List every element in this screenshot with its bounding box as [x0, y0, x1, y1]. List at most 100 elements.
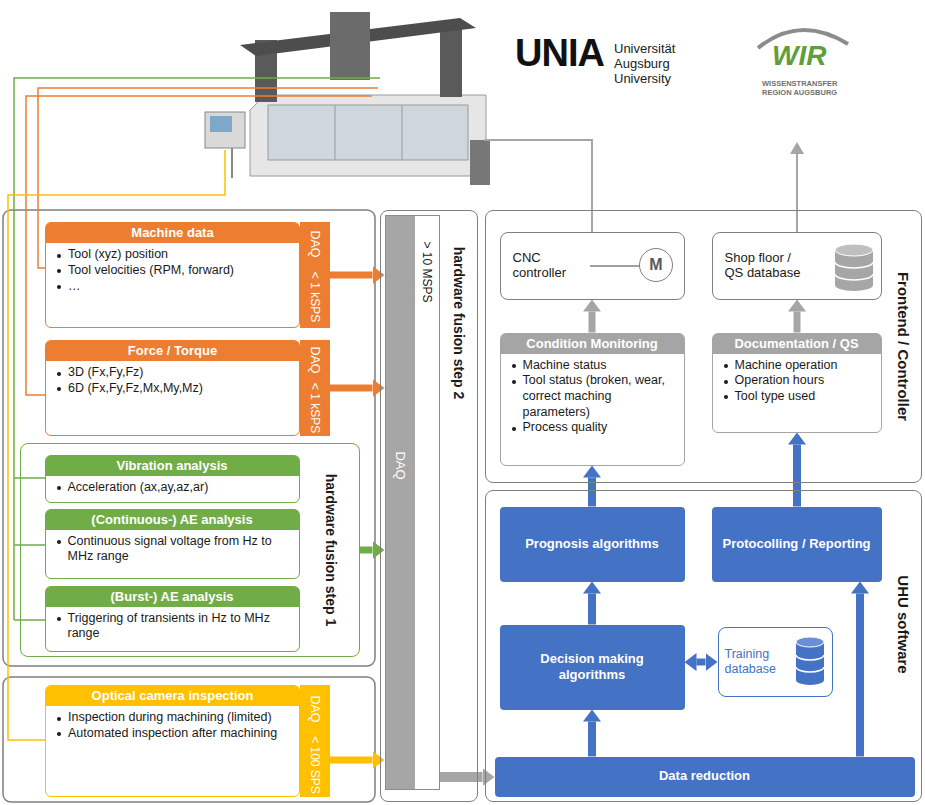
- fusion-panel: hardware fusion step 2DAQ> 10 MSPS: [380, 210, 478, 802]
- daq-label: DAQ: [300, 685, 330, 732]
- flow-arrow: [330, 757, 373, 764]
- bullet-item: Tool type used: [721, 389, 875, 405]
- bullet-item: Acceleration (ax,ay,az,ar): [54, 480, 293, 496]
- flow-arrow: [794, 312, 801, 333]
- sensor-wire: [26, 96, 372, 395]
- flow-arrow: [697, 659, 706, 666]
- bullet-item: Process quality: [509, 420, 678, 436]
- window-frame: [335, 105, 336, 160]
- bus-label: > 10 MSPS: [415, 222, 439, 322]
- vertical-title: hardware fusion step 2: [443, 218, 475, 428]
- flow-arrow: [330, 385, 373, 392]
- card-heading: Force / Torque: [46, 341, 299, 361]
- card-heading: Condition Monitoring: [501, 334, 684, 354]
- bullet-item: 6D (Fx,Fy,Fz,Mx,My,Mz): [54, 381, 293, 397]
- database-box: Shop floor / QS database: [712, 232, 882, 300]
- card-body: Acceleration (ax,ay,az,ar): [46, 476, 299, 500]
- flow-arrow: [589, 312, 596, 333]
- machine-window: [268, 105, 468, 160]
- card-body: Inspection during machining (limited)Aut…: [46, 706, 299, 745]
- motor-letter: M: [649, 256, 662, 274]
- flow-arrow: [588, 594, 596, 625]
- vertical-title: UHU software: [887, 495, 920, 755]
- database-icon-top: [835, 244, 873, 256]
- block-label: Prognosis algorithms: [525, 536, 659, 552]
- daq-bar: DAQ< 1 kSPS: [300, 340, 330, 436]
- spindle-head: [330, 12, 370, 80]
- logo-caption: Universität Augsburg University: [614, 42, 702, 87]
- controller-box: CNC controller M: [500, 232, 685, 300]
- bullet-item: …: [54, 279, 293, 295]
- database-box: Training database: [718, 627, 833, 697]
- logo-mark: UNIA: [515, 34, 604, 72]
- card-heading: Documentation / QS: [713, 334, 881, 354]
- daq-label: < 1 kSPS: [300, 380, 330, 436]
- card-body: Machine statusTool status (broken, wear,…: [501, 354, 684, 440]
- chip-conveyor: [470, 140, 490, 185]
- export-arrowhead: [790, 142, 804, 154]
- data-bus: DAQ> 10 MSPS: [385, 215, 440, 790]
- daq-label: < 100 SPS: [300, 732, 330, 797]
- daq-bar: DAQ< 1 kSPS: [300, 222, 330, 328]
- sensor-panel-frame: [3, 210, 375, 666]
- flow-arrow: [440, 772, 483, 782]
- card-body: Continuous signal voltage from Hz to MHz…: [46, 530, 299, 569]
- bullet-item: Continuous signal voltage from Hz to MHz…: [54, 534, 293, 565]
- machine-base: [250, 95, 486, 176]
- bullet-item: Machine status: [509, 358, 678, 374]
- card-heading: Machine data: [46, 223, 299, 243]
- panel-stand: [231, 148, 233, 178]
- vertical-title: hardware fusion step 1: [312, 450, 350, 650]
- block-label: Data reduction: [659, 768, 750, 784]
- card-heading: (Burst-) AE analysis: [46, 587, 299, 607]
- card-heading: (Continuous-) AE analysis: [46, 510, 299, 530]
- controller-wire: [484, 140, 592, 232]
- software-block: Protocolling / Reporting: [712, 507, 882, 582]
- daq-label: DAQ: [300, 340, 330, 380]
- frontend-panel: Frontend / Controller CNC controller M Cond…: [485, 210, 922, 483]
- flow-arrow: [588, 478, 596, 507]
- bullet-item: Tool status (broken, wear, correct machi…: [509, 373, 678, 420]
- sensor-card: Force / Torque3D (Fx,Fy,Fz)6D (Fx,Fy,Fz,…: [45, 340, 300, 436]
- daq-label: < 1 kSPS: [300, 267, 330, 328]
- flow-arrow: [856, 594, 864, 757]
- sensor-card: Vibration analysisAcceleration (ax,ay,az…: [45, 455, 300, 503]
- card-heading: Vibration analysis: [46, 456, 299, 476]
- sensor-card: Condition MonitoringMachine statusTool s…: [500, 333, 685, 466]
- window-frame: [402, 105, 403, 160]
- control-panel: [205, 112, 245, 148]
- sensor-group: hardware fusion step 1 Vibration analysis…: [20, 443, 360, 657]
- box-label: Training database: [725, 647, 789, 677]
- card-body: Machine operationOperation hoursTool typ…: [713, 354, 881, 409]
- flow-arrow: [588, 722, 596, 757]
- bullet-item: Automated inspection after machining: [54, 726, 293, 742]
- block-label: Decision making algorithms: [508, 651, 677, 684]
- flow-arrow: [330, 272, 373, 279]
- logo-mark: WIR: [772, 42, 826, 70]
- card-heading: Optical camera inspection: [46, 686, 299, 706]
- sensor-card: Machine dataTool (xyz) positionTool velo…: [45, 222, 300, 328]
- bullet-item: Tool (xyz) position: [54, 247, 293, 263]
- database-icon-rings: [835, 262, 873, 280]
- daq-label: DAQ: [300, 222, 330, 267]
- vertical-title: Frontend / Controller: [887, 215, 920, 478]
- bullet-item: Machine operation: [721, 358, 875, 374]
- software-block: Prognosis algorithms: [500, 507, 685, 582]
- camera-panel-frame: [3, 677, 375, 802]
- box-label: CNC controller: [513, 250, 583, 281]
- bullet-item: Triggering of transients in Hz to MHz ra…: [54, 611, 293, 642]
- bullet-item: Tool velocities (RPM, forward): [54, 263, 293, 279]
- flow-arrow: [793, 445, 801, 507]
- sensor-card: (Burst-) AE analysisTriggering of transi…: [45, 586, 300, 652]
- database-icon-top: [796, 637, 824, 647]
- box-label: Shop floor / QS database: [725, 250, 813, 281]
- export-line: [796, 152, 798, 232]
- database-icon-rings: [796, 655, 824, 672]
- bullet-item: 3D (Fx,Fy,Fz): [54, 365, 293, 381]
- logo-caption: WISSENSTRANSFER REGION AUGSBURG: [762, 80, 852, 97]
- database-icon: [796, 642, 824, 685]
- card-body: 3D (Fx,Fy,Fz)6D (Fx,Fy,Fz,Mx,My,Mz): [46, 361, 299, 400]
- card-body: Triggering of transients in Hz to MHz ra…: [46, 607, 299, 646]
